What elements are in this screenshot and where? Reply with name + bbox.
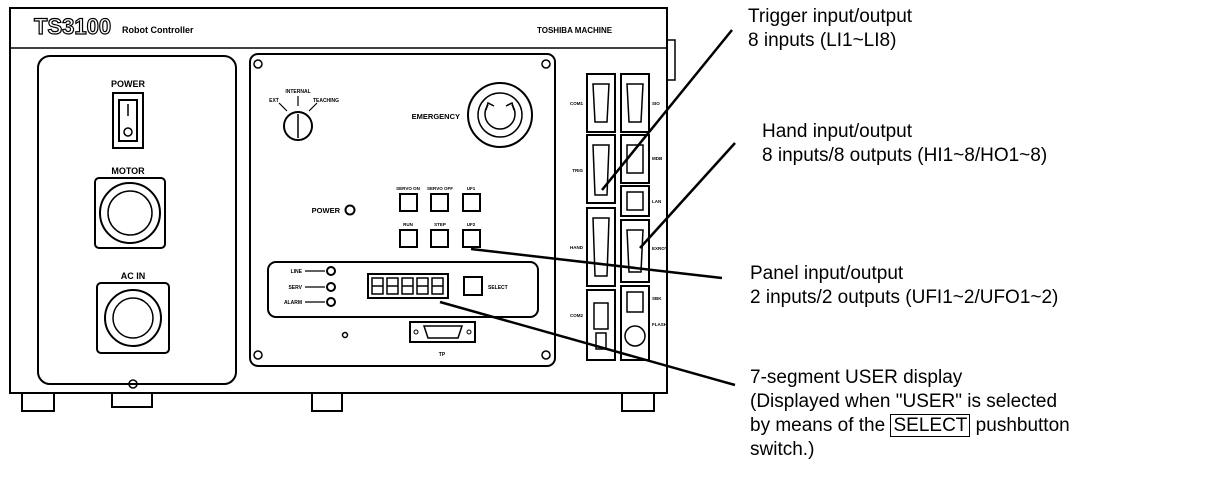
uf1-label: UF1 <box>467 186 476 191</box>
sbk-label: SBK <box>652 296 662 301</box>
segment-callout-prefix: by means of the <box>750 415 886 436</box>
serv-lamp-label: SERV <box>288 285 302 291</box>
foot <box>21 392 55 412</box>
hand-leader-line <box>639 142 736 249</box>
exrot-label: EXROT <box>652 246 668 251</box>
foot <box>311 392 343 412</box>
servo-off-button[interactable] <box>430 193 449 212</box>
panel-callout: Panel input/output 2 inputs/2 outputs (U… <box>750 262 1058 310</box>
alarm-lamp-label: ALARM <box>284 300 302 306</box>
uf2-label: UF2 <box>467 222 476 227</box>
servo-off-label: SERVO OFF <box>427 186 453 191</box>
trigger-callout-title: Trigger input/output <box>748 6 913 27</box>
line-lamp <box>326 266 336 276</box>
panel-callout-detail: 2 inputs/2 outputs (UFI1~2/UFO1~2) <box>750 287 1059 308</box>
motor-connector <box>94 177 166 249</box>
segment-callout-line4: switch.) <box>750 439 815 460</box>
line-lamp-label: LINE <box>291 269 303 275</box>
panel-callout-title: Panel input/output <box>750 263 904 284</box>
hand-callout-title: Hand input/output <box>762 121 913 142</box>
run-button[interactable] <box>399 229 418 248</box>
seven-segment-digits <box>371 277 444 295</box>
display-panel <box>267 261 539 318</box>
uf1-button[interactable] <box>462 193 481 212</box>
left-plate <box>37 55 237 385</box>
com1-port <box>586 73 616 133</box>
lan-label: LAN <box>652 199 661 204</box>
seven-segment-display <box>367 273 449 299</box>
foot <box>621 392 655 412</box>
segment-leader-line <box>439 300 736 387</box>
maker-name: TOSHIBA MACHINE <box>537 26 613 35</box>
panel-leader-line <box>470 247 723 280</box>
segment-callout-line3: by means of the SELECT pushbutton <box>750 414 1070 438</box>
hand-label: HAND <box>570 245 584 250</box>
servo-on-button[interactable] <box>399 193 418 212</box>
sio-port <box>620 73 650 133</box>
com1-label: COM1 <box>570 101 583 106</box>
trig-port <box>586 134 616 204</box>
select-button-reference: SELECT <box>890 414 971 437</box>
foot <box>111 392 153 408</box>
tp-label: TP <box>439 352 446 358</box>
ac-in-label: AC IN <box>121 271 146 281</box>
model-logo: TS3100 <box>34 14 111 39</box>
segment-callout-title: 7-segment USER display <box>750 367 963 388</box>
power-switch[interactable] <box>112 92 144 149</box>
select-label: SELECT <box>488 285 508 291</box>
alarm-lamp <box>326 297 336 307</box>
product-name: Robot Controller <box>122 25 194 35</box>
ac-in-connector <box>96 282 170 354</box>
step-button[interactable] <box>430 229 449 248</box>
mdb-label: MDB <box>652 156 663 161</box>
key-ext-label: EXT <box>269 98 279 104</box>
key-teaching-label: TEACHING <box>313 98 339 104</box>
tp-connector <box>409 321 476 343</box>
lan-port <box>620 185 650 217</box>
key-internal-label: INTERNAL <box>285 89 310 95</box>
cabinet-outline <box>9 7 668 394</box>
trig-label: TRIG <box>572 168 583 173</box>
com2-label: COM2 <box>570 313 583 318</box>
hand-callout: Hand input/output 8 inputs/8 outputs (HI… <box>762 120 1047 168</box>
emergency-label: EMERGENCY <box>412 112 460 121</box>
hand-port <box>586 207 616 287</box>
operation-panel <box>249 53 556 367</box>
power-lamp <box>344 204 356 216</box>
hand-callout-detail: 8 inputs/8 outputs (HI1~8/HO1~8) <box>762 145 1048 166</box>
sio-label: SIO <box>652 101 660 106</box>
segment-callout: 7-segment USER display (Displayed when "… <box>750 366 1070 462</box>
power-switch-label: POWER <box>111 79 146 89</box>
exrot-port <box>620 219 650 283</box>
emergency-stop-button[interactable] <box>467 82 533 148</box>
select-button[interactable] <box>463 276 483 296</box>
power-lamp-label: POWER <box>312 206 341 215</box>
flash-label: FLASH <box>652 322 667 327</box>
trigger-callout: Trigger input/output 8 inputs (LI1~LI8) <box>748 5 912 53</box>
mdb-port <box>620 134 650 184</box>
servo-on-label: SERVO ON <box>396 186 420 191</box>
segment-callout-line2: (Displayed when "USER" is selected <box>750 391 1058 412</box>
step-label: STEP <box>434 222 446 227</box>
com2-port <box>586 289 616 361</box>
run-label: RUN <box>403 222 413 227</box>
serv-lamp <box>326 282 336 292</box>
trigger-callout-detail: 8 inputs (LI1~LI8) <box>748 30 897 51</box>
segment-callout-suffix: pushbutton <box>970 415 1070 436</box>
trigger-leader-line <box>601 29 733 191</box>
mode-key-switch[interactable] <box>283 111 313 141</box>
sbk-port <box>620 285 650 361</box>
uf2-button[interactable] <box>462 229 481 248</box>
motor-label: MOTOR <box>111 166 145 176</box>
